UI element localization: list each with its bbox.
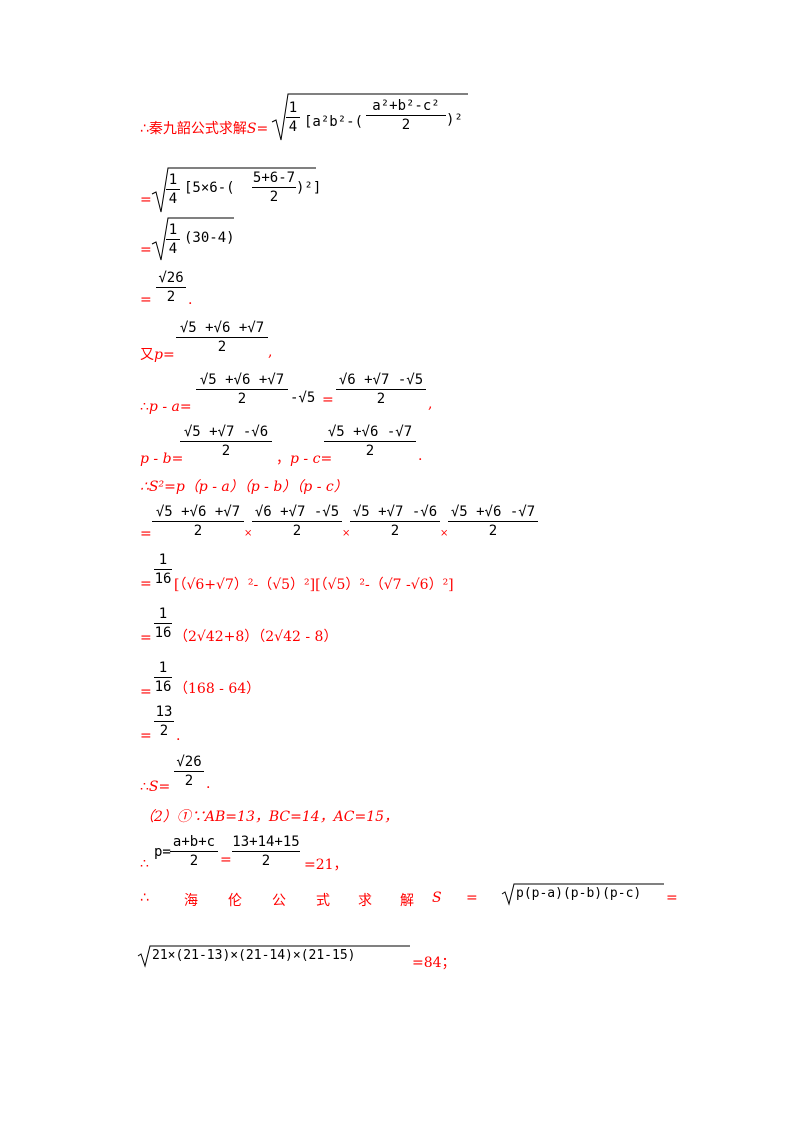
- pb-line: p - b=: [140, 451, 184, 467]
- equals: =: [140, 526, 152, 542]
- line2-close: )²]: [296, 180, 322, 196]
- therefore: ∴: [140, 856, 149, 872]
- pc-label: ，p - c=: [276, 451, 333, 467]
- period: .: [188, 292, 193, 308]
- heron-char: 公: [272, 893, 286, 909]
- equals: =: [140, 292, 152, 308]
- equals: =: [140, 684, 152, 700]
- radical-sign: [151, 217, 234, 261]
- radical-sign: [501, 883, 664, 906]
- qin-formula-line: ∴秦九韶公式求解S=: [140, 118, 268, 138]
- s-result-line: ∴S=: [140, 779, 171, 795]
- line6-body: （2√42+8）（2√42 - 8）: [174, 629, 338, 645]
- heron-char: 海: [184, 893, 198, 909]
- heron-char: S: [432, 890, 442, 906]
- heron-char: 伦: [228, 893, 242, 909]
- line7-body: （168 - 64）: [174, 681, 261, 697]
- heron-char: 求: [358, 893, 372, 909]
- final-result: =84；: [412, 955, 456, 971]
- heron-char: =: [466, 890, 478, 906]
- final-formula: 21×(21-13)×(21-14)×(21-15): [152, 948, 356, 963]
- heron-char: ∴: [140, 890, 149, 906]
- line2-body: [5×6-(: [184, 180, 235, 196]
- p-def-line: 又p=: [140, 347, 175, 363]
- equals: =: [140, 192, 152, 208]
- heron-char: 式: [316, 893, 330, 909]
- qin-inner: [a²b²-(: [304, 114, 364, 130]
- equals: =: [140, 576, 152, 592]
- pa-line: ∴p - a=: [140, 399, 192, 415]
- equals: =: [140, 630, 152, 646]
- line3-body: (30-4): [184, 230, 235, 246]
- radical-sign: [137, 945, 410, 968]
- qin-close: )²: [446, 112, 463, 128]
- equals: =: [256, 121, 269, 137]
- s-squared-line: ∴S²=p（p - a）（p - b）（p - c）: [140, 479, 348, 495]
- again-prefix: 又: [140, 347, 154, 363]
- equals: =: [140, 242, 152, 258]
- equals: =: [140, 728, 152, 744]
- area-var: S: [246, 121, 257, 137]
- radical-sign: [271, 93, 468, 141]
- p-label: p=: [154, 844, 171, 860]
- radical-sign: [151, 167, 316, 213]
- heron-formula: p(p-a)(p-b)(p-c): [516, 886, 642, 901]
- qin-prefix: ∴秦九韶公式求解: [140, 121, 247, 137]
- line5-body: [（√6+√7）²-（√5）²][（√5）²-（√7 -√6）²]: [174, 577, 454, 593]
- part2-given: （2）①∵AB=13，BC=14，AC=15，: [140, 809, 399, 825]
- heron-char: 解: [400, 893, 414, 909]
